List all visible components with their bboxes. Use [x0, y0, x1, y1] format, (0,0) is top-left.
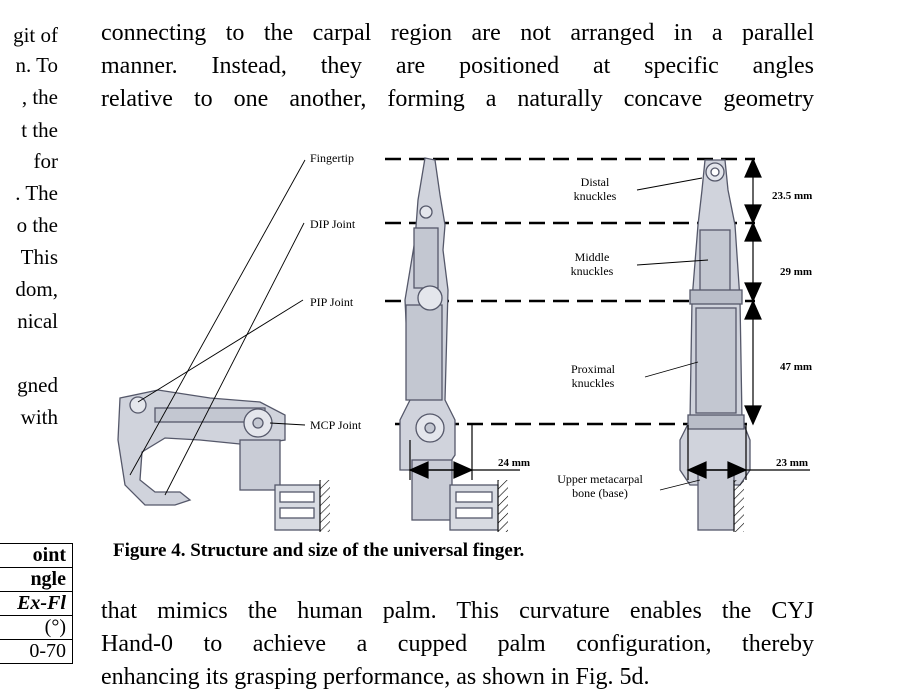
knuckle-leaders [636, 177, 709, 491]
table-cell: oint [0, 543, 73, 568]
body-text-line: connecting to the carpal region are not … [101, 20, 814, 46]
left-text-line: This [20, 245, 58, 269]
left-text-line: n. To [15, 53, 58, 77]
dim-label-middle: 29 mm [780, 266, 813, 278]
body-text-line: that mimics the human palm. This curvatu… [101, 598, 814, 624]
label-fingertip: Fingertip [310, 151, 354, 165]
dim-23mm [686, 425, 810, 480]
figure-4: Fingertip DIP Joint PIP Joint MCP Joint … [100, 140, 820, 535]
left-text-line: t the [21, 118, 58, 142]
left-text-line: gned [17, 373, 58, 397]
label-upper-metacarpal: Upper metacarpal bone (base) [557, 472, 643, 500]
left-text-line: nical [17, 309, 58, 333]
body-text-line: enhancing its grasping performance, as s… [101, 664, 650, 690]
left-text-line: o the [16, 213, 58, 237]
dim-24mm [408, 424, 520, 480]
body-text-line: Hand-0 to achieve a cupped palm configur… [101, 631, 814, 657]
body-text-line: relative to one another, forming a natur… [101, 86, 814, 112]
label-distal-knuckles: Distal knuckles [573, 175, 617, 203]
left-text-line: , the [21, 85, 58, 109]
bent-finger-view [117, 389, 321, 531]
left-text-line: git of [13, 23, 58, 47]
joint-angle-table: oint ngle Ex-Fl (°) 0-70 [0, 543, 73, 683]
length-dimension [744, 157, 762, 426]
left-text-line: with [20, 405, 58, 429]
left-text-line: . The [15, 181, 58, 205]
side-finger-view [399, 157, 499, 531]
figure-caption: Figure 4. Structure and size of the univ… [113, 540, 525, 561]
table-cell: ngle [0, 567, 73, 592]
body-text-line: manner. Instead, they are positioned at … [101, 53, 814, 79]
table-cell: Ex-Fl [0, 591, 73, 616]
dim-label-side-width: 24 mm [498, 457, 531, 469]
fingertip-leader [129, 159, 306, 476]
label-mcp-joint: MCP Joint [310, 418, 362, 432]
left-text-line: dom, [15, 277, 58, 301]
dip-leader [164, 222, 305, 496]
mcp-leader [269, 422, 306, 426]
label-middle-knuckles: Middle knuckles [570, 250, 614, 278]
dim-label-proximal: 47 mm [780, 361, 813, 373]
table-cell: (°) [0, 615, 73, 640]
table-cell: 0-70 [0, 639, 73, 664]
label-proximal-knuckles: Proximal knuckles [571, 362, 615, 390]
leader-lines [129, 159, 306, 496]
front-finger-view [679, 159, 751, 531]
dim-label-front-width: 23 mm [776, 457, 809, 469]
label-dip-joint: DIP Joint [310, 217, 356, 231]
label-pip-joint: PIP Joint [310, 295, 354, 309]
dim-label-distal: 23.5 mm [772, 190, 813, 202]
finger-drawing [117, 157, 810, 532]
left-text-line: for [33, 149, 59, 173]
pip-leader [137, 299, 304, 403]
hatch-ground [320, 480, 330, 532]
